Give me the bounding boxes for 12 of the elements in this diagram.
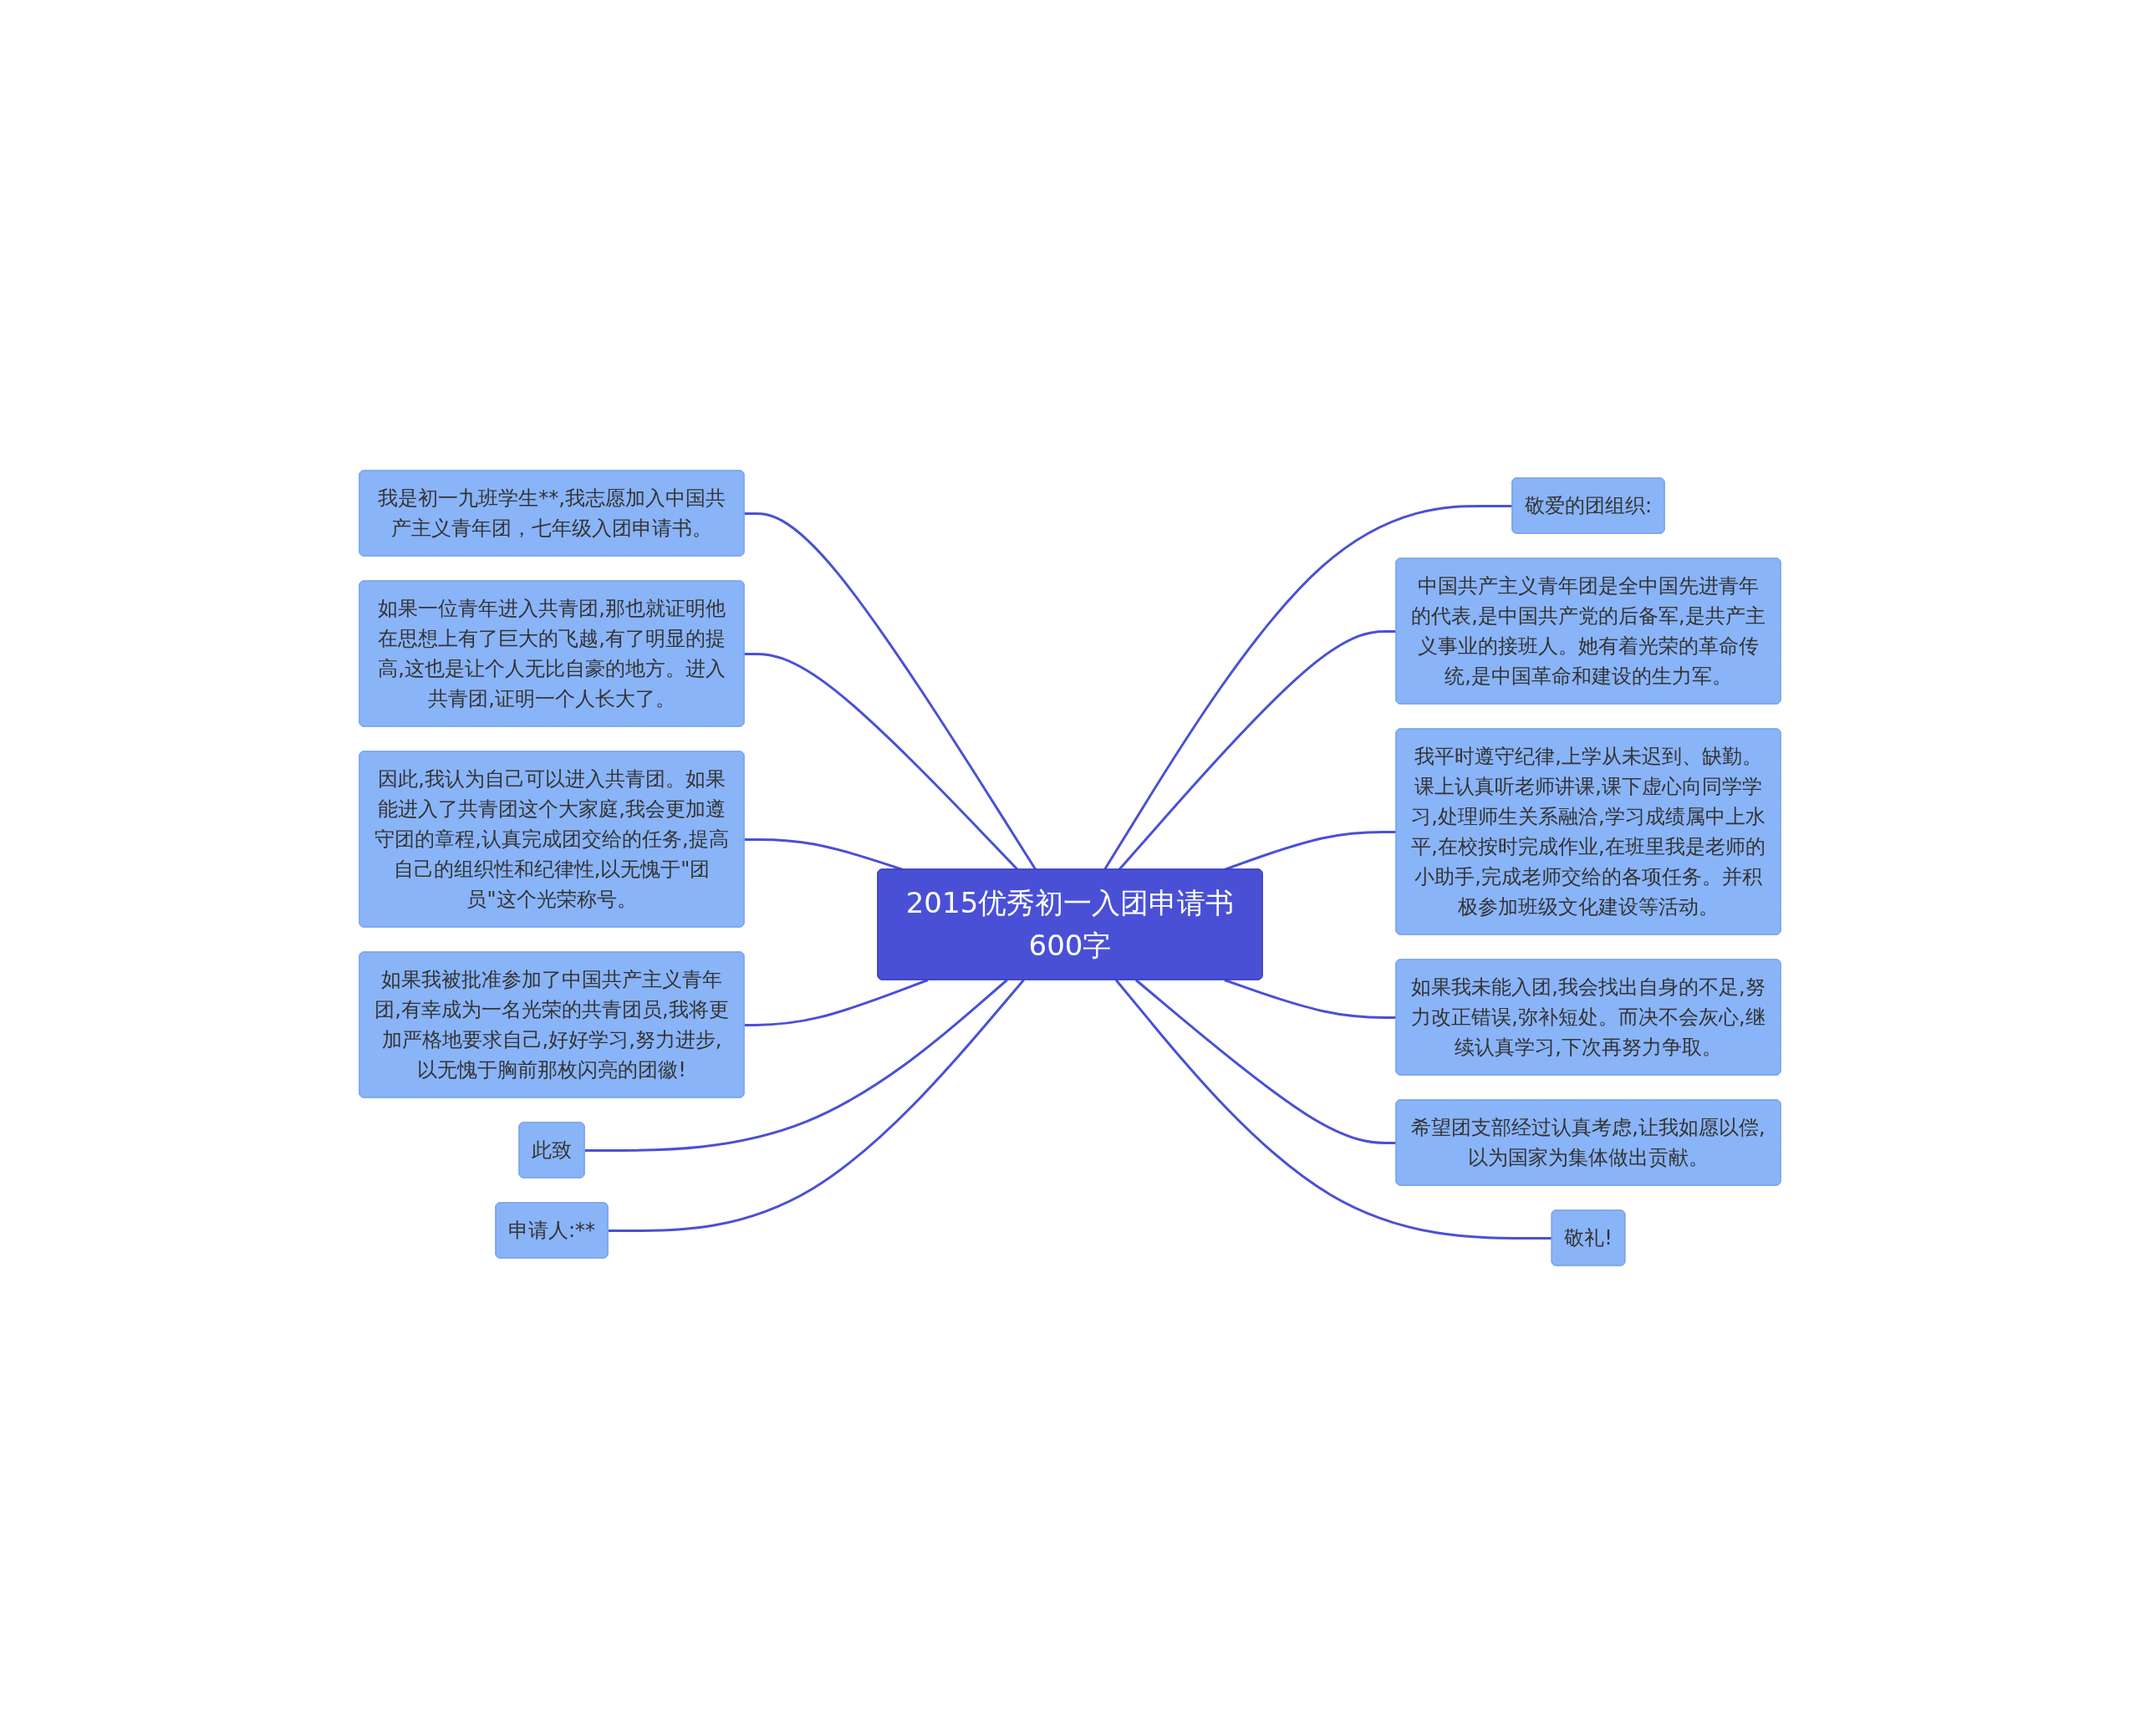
connector — [744, 837, 904, 871]
connector — [584, 979, 1008, 1152]
connector — [1103, 504, 1513, 871]
connector — [608, 979, 1025, 1232]
connector — [1118, 629, 1397, 871]
connector — [744, 652, 1019, 871]
connector — [1134, 979, 1397, 1144]
connector — [744, 979, 929, 1026]
connector — [1114, 979, 1552, 1240]
connector — [1224, 979, 1397, 1019]
connector — [1224, 830, 1397, 871]
connector — [744, 512, 1037, 871]
